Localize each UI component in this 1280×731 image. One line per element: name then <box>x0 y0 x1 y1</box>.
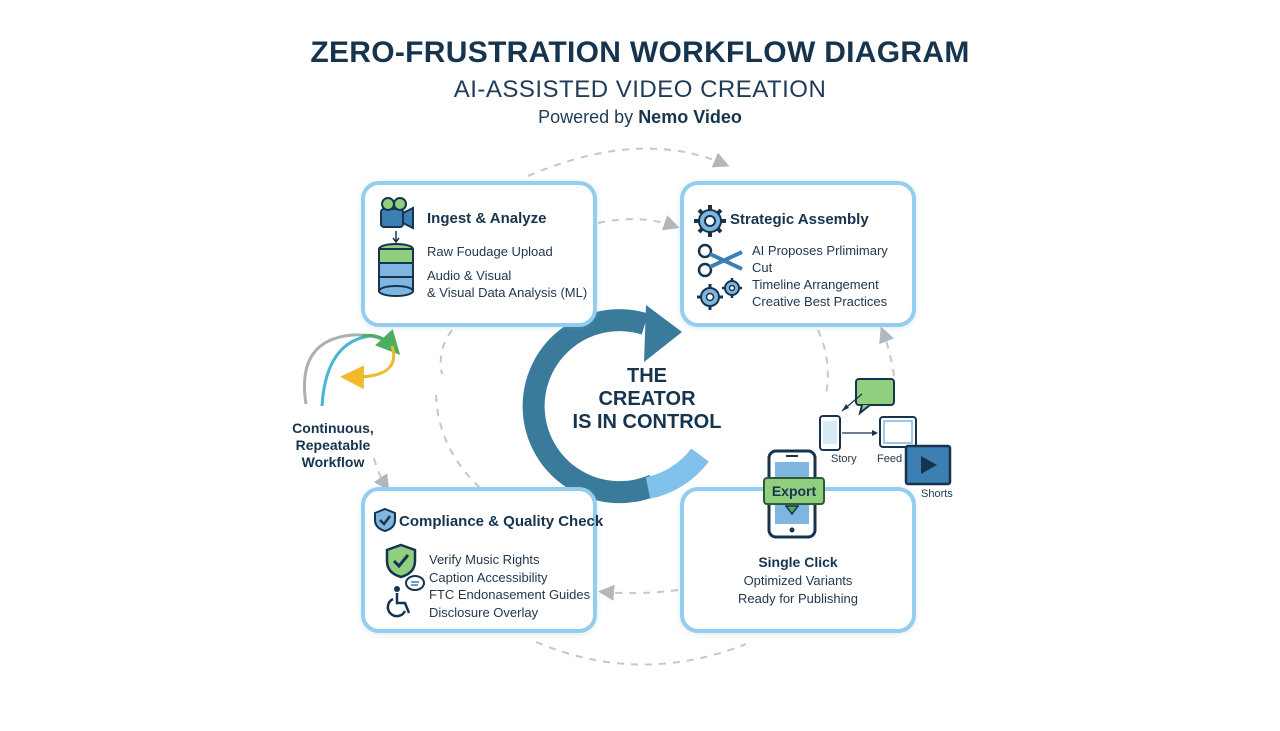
compliance-item-3: FTC Endonasement Guides <box>429 587 591 602</box>
ingest-item-3: & Visual Data Analysis (ML) <box>427 285 588 300</box>
center-arrowhead <box>644 305 682 362</box>
compliance-title: Compliance & Quality Check <box>399 513 604 530</box>
compliance-item-2: Caption Accessibility <box>429 570 548 585</box>
dashed-arrow-left-outer <box>373 457 390 491</box>
dashed-arrow-left-inner <box>439 329 453 375</box>
camera-database-icon <box>378 197 414 297</box>
dashed-arrow-top-outer <box>527 147 730 177</box>
export-item-3: Ready for Publishing <box>738 591 858 606</box>
format-shorts-label: Shorts <box>921 488 953 500</box>
accessibility-icon <box>394 586 400 592</box>
dashed-arrow-right-inner <box>817 329 829 396</box>
scissors-icon <box>697 243 743 278</box>
diagram-title: ZERO-FRUSTRATION WORKFLOW DIAGRAM <box>310 36 970 69</box>
assembly-item-3: Timeline Arrangement <box>752 277 879 292</box>
loop-arc-green <box>361 329 401 355</box>
center-line-3: IS IN CONTROL <box>572 411 722 433</box>
export-item-2: Optimized Variants <box>743 573 853 588</box>
dashed-arrow-top-inner <box>597 215 680 231</box>
center-arc-teal <box>522 309 659 504</box>
dashed-arrow-bottom-inner <box>598 584 679 601</box>
card-strategic-assembly: Strategic Assembly AI Proposes Prlimimar… <box>680 181 916 327</box>
chat-bubble-icon <box>855 378 895 406</box>
center-arc-light <box>645 448 709 499</box>
ingest-item-2: Audio & Visual <box>427 268 512 283</box>
powered-by-brand: Nemo Video <box>638 107 742 127</box>
export-button[interactable]: Export <box>763 477 825 505</box>
loop-label-line-2: Repeatable <box>295 437 371 453</box>
loop-arc-yellow <box>340 345 395 390</box>
powered-by-line: Powered by Nemo Video <box>0 107 1280 128</box>
format-feed-label: Feed <box>877 453 903 465</box>
shield-check-icon <box>374 507 396 533</box>
assembly-item-1: AI Proposes Prlimimary <box>752 243 888 258</box>
format-story-label: Story <box>831 453 857 465</box>
loop-label-line-1: Continuous, <box>292 420 374 436</box>
dashed-arrow-right-outer <box>879 326 895 377</box>
compliance-item-1: Verify Music Rights <box>429 552 540 567</box>
shield-green-icon <box>385 543 417 579</box>
card-ingest-analyze: Ingest & Analyze Raw Foudage Upload Audi… <box>361 181 597 327</box>
center-line-1: THE <box>627 365 667 387</box>
export-item-1: Single Click <box>758 554 838 570</box>
ingest-title: Ingest & Analyze <box>427 210 547 227</box>
card-compliance-quality: Compliance & Quality Check Verify Music … <box>361 487 603 633</box>
center-line-2: CREATOR <box>598 388 696 410</box>
loop-arc-blue <box>320 334 371 407</box>
assembly-item-2: Cut <box>752 260 773 275</box>
compliance-item-4: Disclosure Overlay <box>429 605 539 620</box>
diagram-subtitle: AI-ASSISTED VIDEO CREATION <box>453 76 827 103</box>
loop-label-line-3: Workflow <box>301 454 365 470</box>
powered-by-prefix: Powered by <box>538 107 634 127</box>
gears-icon <box>697 278 742 310</box>
assembly-title: Strategic Assembly <box>730 211 869 228</box>
gear-icon <box>694 205 726 237</box>
compliance-icons <box>385 543 425 618</box>
ingest-item-1: Raw Foudage Upload <box>427 244 553 259</box>
assembly-item-4: Creative Best Practices <box>752 294 888 309</box>
dashed-arrow-bottom-outer <box>535 641 747 666</box>
speech-bubble-icon <box>405 575 425 591</box>
